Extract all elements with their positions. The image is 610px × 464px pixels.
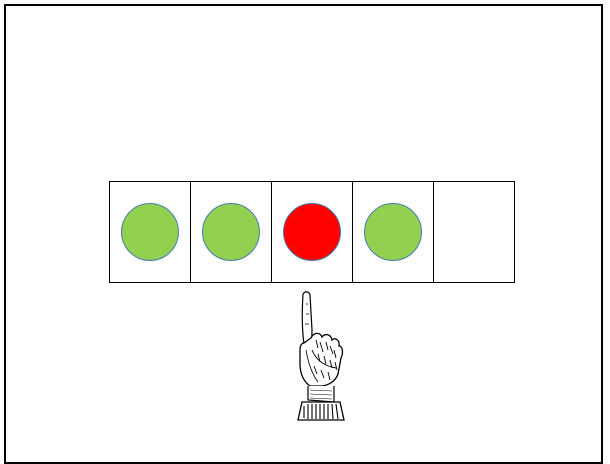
green-disc	[364, 203, 422, 261]
cell-2	[191, 182, 272, 282]
cell-5	[434, 182, 515, 282]
green-disc	[202, 203, 260, 261]
cell-4	[353, 182, 434, 282]
green-disc	[121, 203, 179, 261]
cell-1	[110, 182, 191, 282]
pointing-hand-icon	[290, 290, 354, 424]
cell-3	[272, 182, 353, 282]
red-disc	[283, 203, 341, 261]
cell-strip	[109, 181, 515, 283]
